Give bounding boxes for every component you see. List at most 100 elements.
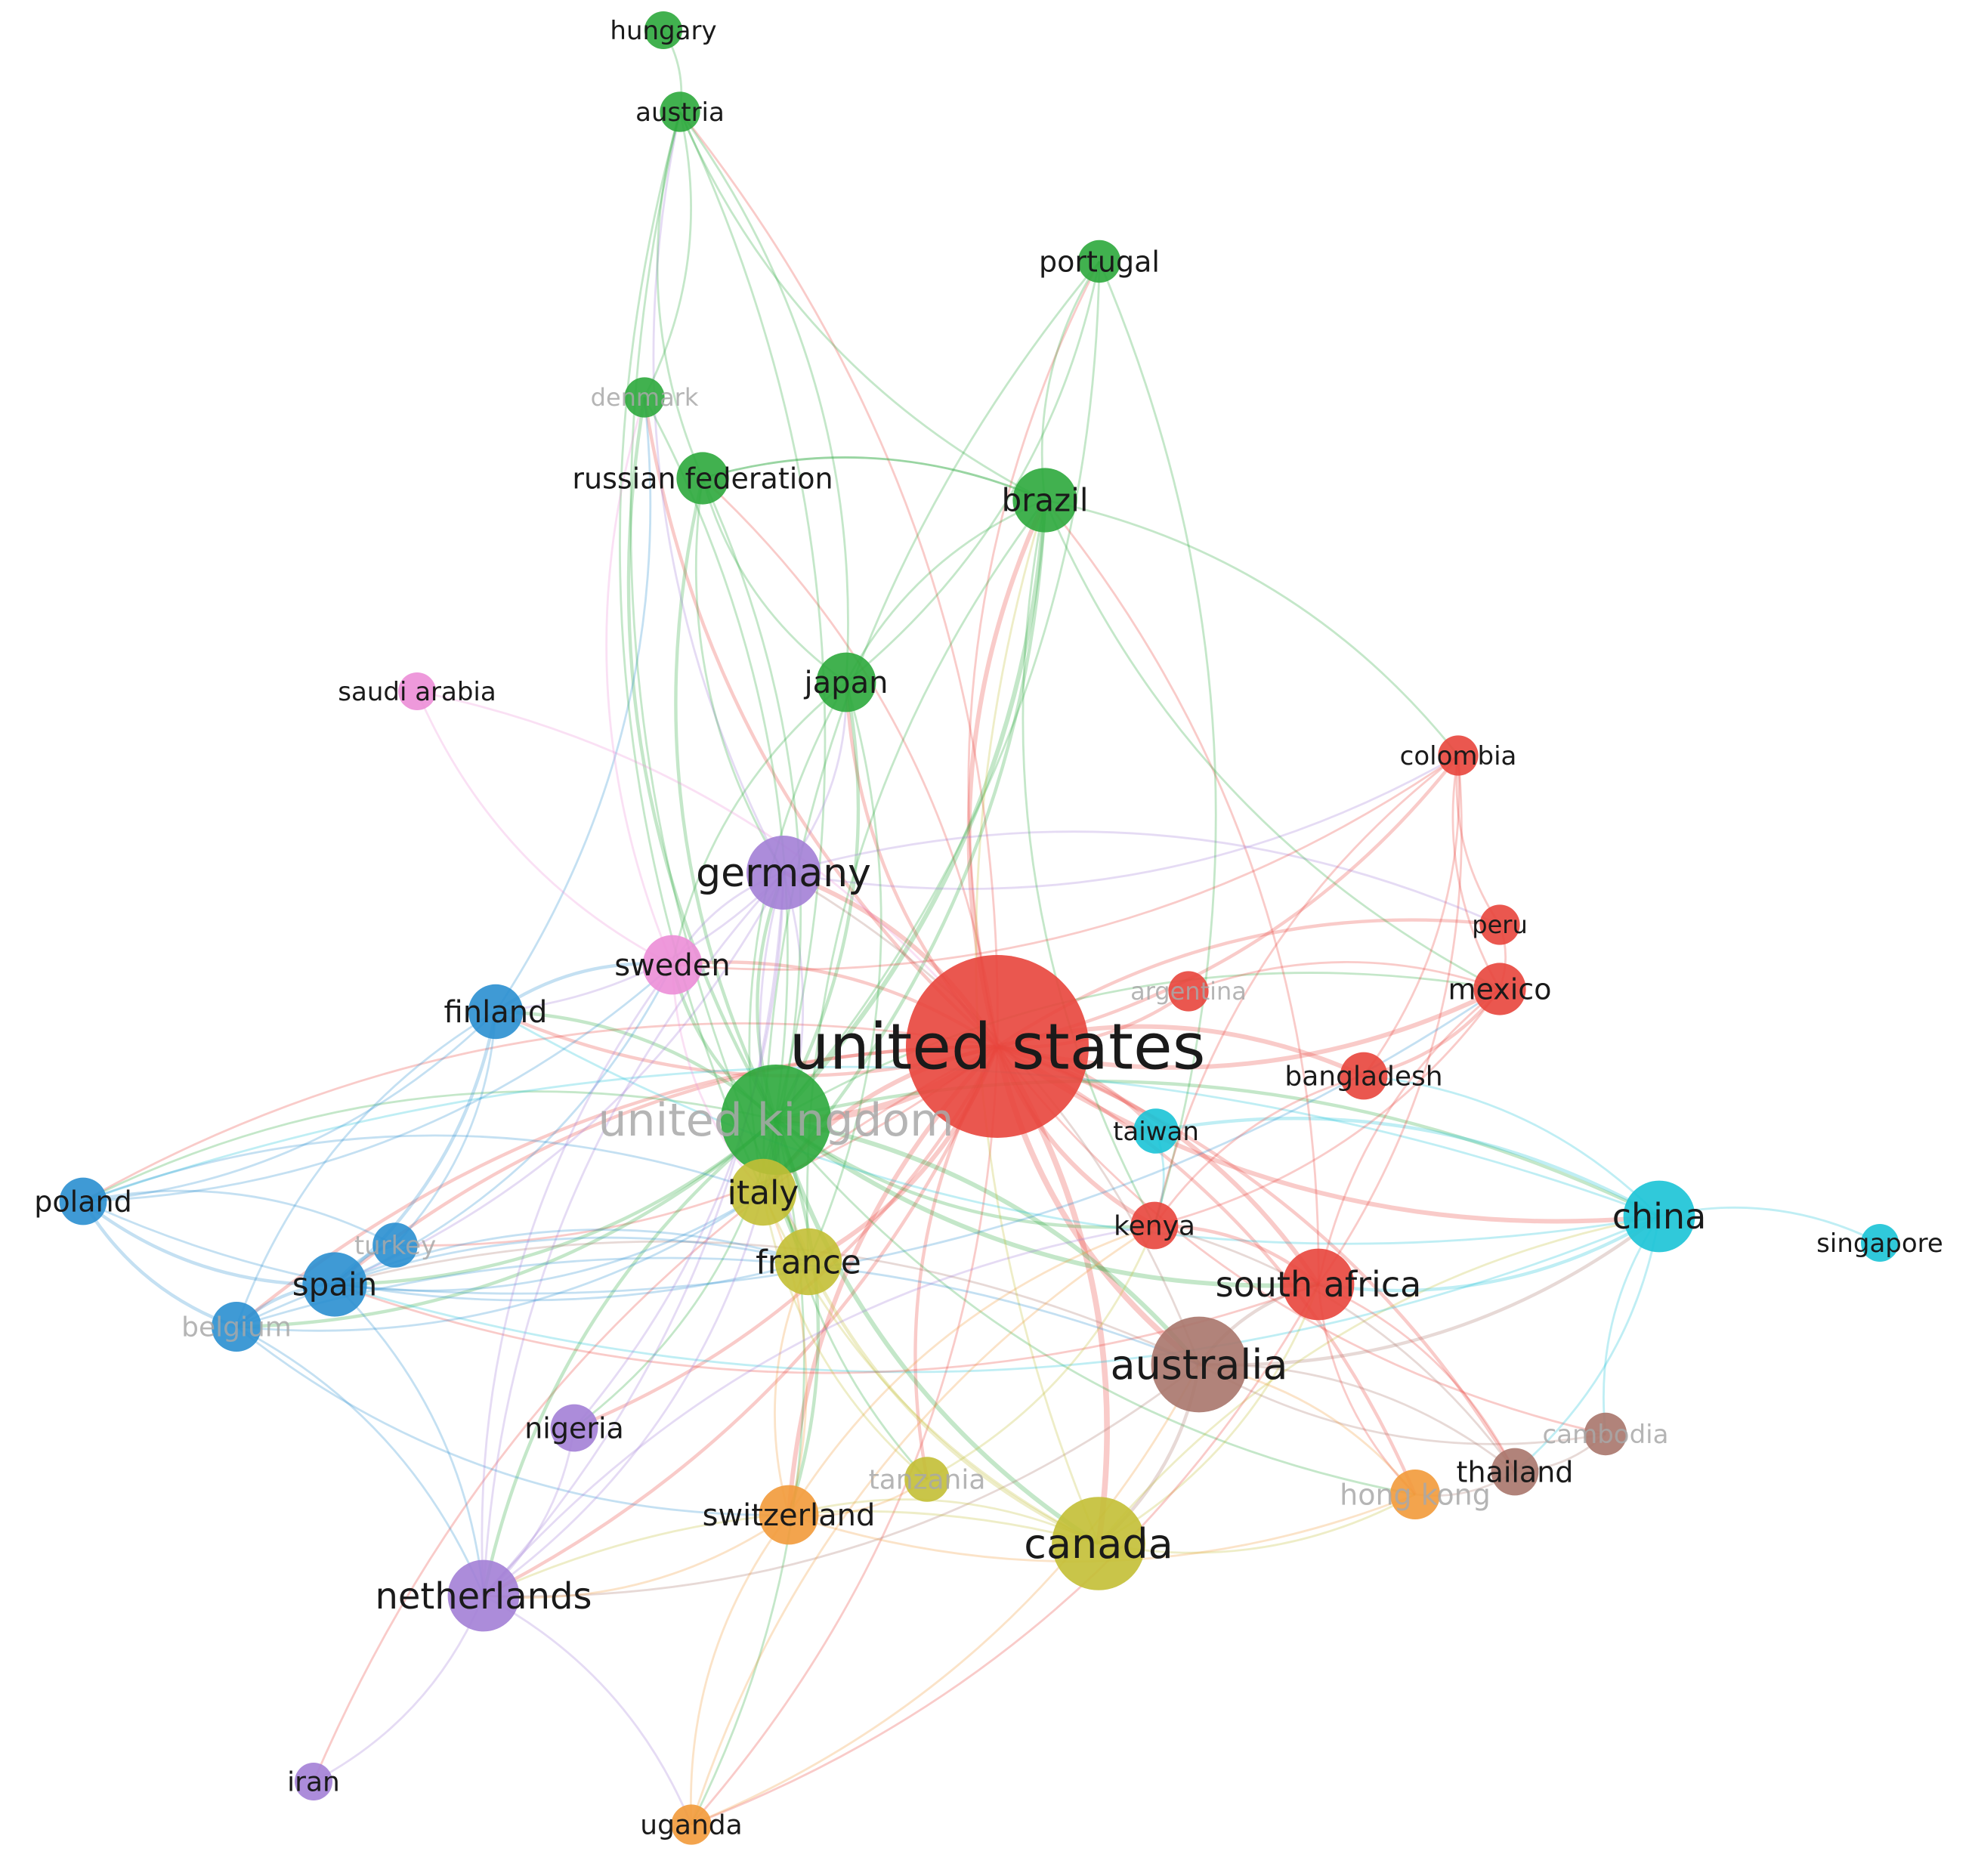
node-label-netherlands: netherlands	[375, 1575, 592, 1618]
node-japan[interactable]	[816, 652, 876, 712]
link-spain-finland	[333, 1011, 498, 1286]
link-canada-france	[807, 1261, 1099, 1546]
node-label-russian_federation: russian federation	[572, 462, 833, 495]
link-finland-denmark	[494, 397, 652, 1012]
link-south_africa-uganda	[691, 1284, 1320, 1826]
link-brazil-russian_federation	[702, 456, 1046, 502]
node-portugal[interactable]	[1077, 240, 1121, 283]
node-canada[interactable]	[1052, 1497, 1145, 1590]
node-france[interactable]	[774, 1228, 842, 1296]
node-italy[interactable]	[729, 1158, 797, 1226]
link-australia-cambodia	[1198, 1363, 1606, 1445]
link-switzerland-italy	[762, 1191, 808, 1516]
link-uk-poland	[82, 1090, 777, 1203]
link-uk-uganda	[690, 1119, 805, 1825]
link-japan-sweden	[671, 681, 847, 966]
node-netherlands[interactable]	[447, 1559, 520, 1632]
link-russian_federation-brazil	[702, 456, 1046, 502]
node-taiwan[interactable]	[1133, 1108, 1179, 1154]
link-us-denmark	[642, 397, 999, 1048]
link-finland-poland	[82, 1011, 496, 1203]
link-netherlands-italy	[483, 1191, 765, 1597]
link-south_africa-colombia	[1317, 755, 1463, 1285]
node-uk[interactable]	[721, 1065, 831, 1175]
node-russian_federation[interactable]	[676, 452, 729, 505]
node-label-italy: italy	[728, 1173, 799, 1212]
link-colombia-bangladesh	[1362, 755, 1460, 1077]
link-china-finland	[495, 1010, 1660, 1245]
node-belgium[interactable]	[212, 1302, 261, 1352]
link-russian_federation-austria	[656, 111, 704, 479]
link-spain-netherlands	[334, 1284, 485, 1596]
node-label-thailand: thailand	[1457, 1455, 1574, 1488]
node-tanzania[interactable]	[904, 1457, 950, 1502]
node-label-portugal: portugal	[1039, 245, 1160, 278]
link-us-turkey	[394, 1045, 998, 1247]
link-poland-sweden	[82, 963, 673, 1203]
link-kenya-bangladesh	[1153, 1074, 1365, 1226]
link-tanzania-kenya	[926, 1225, 1156, 1481]
link-switzerland-netherlands	[483, 1513, 790, 1599]
node-saudi_arabia[interactable]	[398, 672, 436, 710]
node-poland[interactable]	[59, 1177, 107, 1225]
node-australia[interactable]	[1151, 1316, 1247, 1413]
link-poland-france	[82, 1200, 809, 1302]
link-us-thailand	[997, 1044, 1516, 1473]
node-switzerland[interactable]	[759, 1485, 819, 1545]
link-nigeria-germany	[573, 872, 785, 1429]
node-label-hong_kong: hong kong	[1340, 1478, 1491, 1511]
node-label-peru: peru	[1472, 910, 1527, 939]
node-thailand[interactable]	[1491, 1448, 1539, 1496]
node-label-us: united states	[789, 1009, 1205, 1083]
link-brazil-italy	[762, 499, 1047, 1194]
node-austria[interactable]	[660, 91, 700, 132]
node-south_africa[interactable]	[1282, 1248, 1355, 1321]
node-label-spain: spain	[292, 1266, 378, 1303]
link-south_africa-thailand	[1318, 1283, 1516, 1473]
node-iran[interactable]	[295, 1763, 332, 1800]
link-uganda-australia	[691, 1364, 1201, 1826]
node-nigeria[interactable]	[550, 1404, 598, 1452]
link-uk-kenya	[774, 1118, 1155, 1229]
node-peru[interactable]	[1479, 904, 1520, 945]
link-spain-italy	[334, 1191, 764, 1292]
link-finland-belgium	[235, 1010, 496, 1327]
node-denmark[interactable]	[624, 377, 665, 418]
node-sweden[interactable]	[642, 935, 703, 995]
node-kenya[interactable]	[1130, 1201, 1179, 1250]
link-germany-netherlands	[482, 872, 785, 1596]
node-brazil[interactable]	[1012, 468, 1077, 533]
node-cambodia[interactable]	[1584, 1412, 1627, 1456]
link-austria-japan	[678, 111, 849, 683]
node-turkey[interactable]	[372, 1222, 418, 1268]
node-spain[interactable]	[302, 1252, 367, 1317]
link-belgium-australia	[236, 1256, 1200, 1366]
link-us-portugal	[967, 261, 1101, 1047]
link-china-south_africa	[1318, 1215, 1661, 1293]
node-bangladesh[interactable]	[1340, 1052, 1388, 1100]
node-us[interactable]	[906, 955, 1089, 1138]
link-us-hong_kong	[996, 1045, 1417, 1495]
node-china[interactable]	[1623, 1180, 1695, 1253]
node-uganda[interactable]	[671, 1804, 712, 1845]
link-brazil-austria	[678, 111, 1046, 502]
link-finland-turkey	[394, 1011, 497, 1246]
link-uk-canada	[774, 1119, 1100, 1546]
link-china-poland	[82, 1065, 1660, 1218]
link-switzerland-france	[774, 1261, 810, 1516]
link-china-thailand	[1514, 1216, 1661, 1473]
node-colombia[interactable]	[1438, 735, 1479, 776]
node-hungary[interactable]	[644, 11, 682, 49]
node-hong_kong[interactable]	[1390, 1470, 1440, 1519]
link-china-bangladesh	[1363, 1074, 1660, 1217]
node-germany[interactable]	[746, 836, 821, 910]
node-label-singapore: singapore	[1816, 1229, 1943, 1259]
link-mexico-argentina	[1188, 961, 1501, 993]
node-singapore[interactable]	[1861, 1224, 1899, 1262]
node-finland[interactable]	[468, 984, 524, 1040]
node-label-germany: germany	[696, 851, 871, 896]
node-label-kenya: kenya	[1114, 1211, 1195, 1242]
node-mexico[interactable]	[1473, 963, 1526, 1015]
node-argentina[interactable]	[1168, 971, 1209, 1012]
